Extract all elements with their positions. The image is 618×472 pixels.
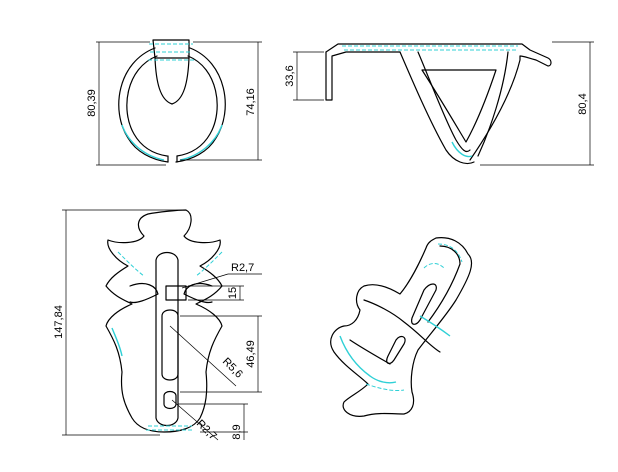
front-ring-left-inner (126, 55, 168, 157)
front-ring-right-inner (176, 55, 218, 157)
iso-hidden-left (339, 335, 397, 384)
iso-lower-wing (349, 339, 391, 365)
side-outer-curve (399, 51, 475, 165)
iso-hidden-top (423, 243, 463, 269)
side-front-strut (477, 51, 509, 157)
front-dim-inner: 74,16 (245, 88, 257, 116)
bottom-left-wing (129, 282, 159, 304)
bottom-dim-mid: 46,49 (245, 340, 257, 368)
iso-slot-1 (411, 283, 437, 325)
bottom-dim-total: 147,84 (53, 305, 65, 339)
bottom-dim-r1: R2,7 (231, 262, 254, 274)
bottom-slot-1 (165, 285, 187, 301)
side-view: 33,6 80,4 (284, 41, 594, 166)
bottom-dim-r2: R5,6 (220, 356, 245, 381)
bottom-slot-2 (161, 309, 179, 381)
bottom-hidden-upper (117, 251, 223, 277)
iso-hidden-mid (419, 315, 451, 337)
front-hidden-top (148, 43, 194, 61)
bottom-spine (155, 251, 179, 427)
bottom-view: 147,84 R2,7 15 46,49 R5,6 R2,7 8,9 (53, 209, 262, 443)
iso-hidden-bottom (365, 383, 405, 391)
iso-slot-2 (386, 335, 406, 365)
side-hidden-bottom (451, 141, 473, 158)
bottom-hidden-left (111, 327, 123, 357)
side-inner-curve (417, 51, 471, 153)
side-window (421, 69, 497, 143)
front-view: 80,39 74,16 (86, 39, 262, 166)
bottom-dim-bottom: 8,9 (231, 424, 243, 439)
iso-wing (363, 299, 441, 353)
bottom-slot-3 (163, 390, 177, 410)
front-hidden-right (179, 124, 223, 161)
bottom-outline (105, 209, 223, 433)
side-dim-height: 80,4 (577, 93, 589, 114)
bottom-hidden-base (146, 425, 194, 431)
iso-outline (330, 237, 473, 417)
bottom-right-wing (183, 282, 213, 304)
bottom-dim-slot: 15 (227, 287, 239, 299)
side-top-rail (325, 43, 552, 161)
isometric-view (330, 237, 473, 417)
side-dim-tab: 33,6 (284, 65, 296, 86)
iso-top-edge (427, 245, 461, 323)
front-hidden-left (121, 124, 165, 161)
side-hidden-top (342, 45, 518, 51)
front-dim-height: 80,39 (86, 89, 98, 117)
front-top-clip (152, 39, 190, 105)
bottom-dim-r3: R2,7 (194, 418, 219, 443)
side-back-tab (325, 51, 401, 101)
